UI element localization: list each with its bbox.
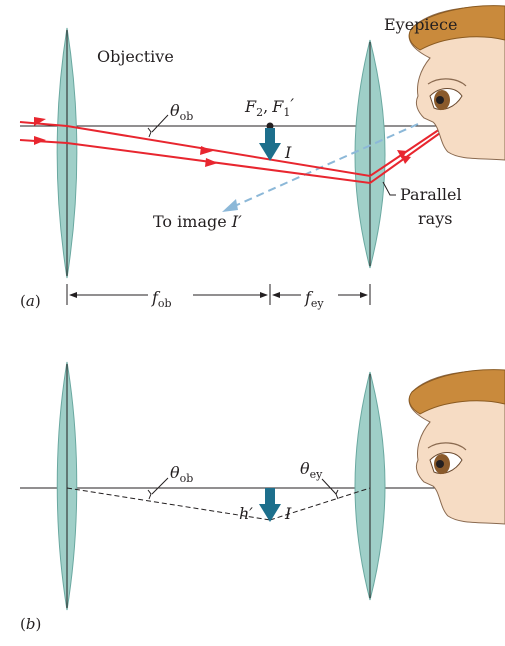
image-arrow-a	[259, 128, 281, 161]
angle-mark-ey	[335, 489, 339, 500]
rays-label: rays	[418, 209, 452, 228]
dashed-ray-arrowhead	[222, 199, 238, 212]
to-image-label: To image I′	[153, 212, 242, 231]
eyepiece-label: Eyepiece	[384, 15, 457, 34]
ray-arrowhead	[401, 155, 411, 164]
objective-label: Objective	[97, 47, 174, 66]
focal-points-label: F2,F1′	[244, 95, 294, 119]
h-prime-label: h′	[239, 504, 253, 523]
angle-mark-ob-b	[147, 489, 152, 500]
eye-icon	[408, 5, 505, 161]
theta-ob-label-a: θob	[170, 101, 193, 123]
parallel-label: Parallel	[400, 185, 462, 204]
theta-ob-label-b: θob	[170, 463, 193, 485]
angle-leader-ob-a	[151, 114, 169, 133]
eyepiece-lens-b	[354, 371, 386, 601]
ray-arrowhead	[200, 146, 213, 155]
parallel-rays-leader	[382, 181, 396, 196]
theta-ey-label: θey	[300, 459, 323, 481]
focal-dimension	[66, 284, 371, 305]
panel-a-label: (a)	[20, 292, 41, 310]
f-ey-label: fey	[304, 288, 324, 310]
dashed-ray-to-image	[227, 123, 419, 210]
objective-lens-a	[56, 27, 78, 279]
objective-lens-b	[56, 361, 78, 611]
eyepiece-lens-a	[354, 39, 386, 269]
angle-leader-ob-b	[151, 477, 169, 495]
angle-mark-ob-a	[147, 127, 152, 138]
ray-arrowheads	[34, 117, 411, 167]
panel-a: Eyepiece Objective θob F2,F1′ I To image…	[19, 5, 505, 310]
angle-leader-ey	[321, 478, 337, 495]
panel-b: θob θey h′ I (b)	[20, 361, 505, 633]
ray-arrowhead	[34, 136, 46, 145]
ray-arrowhead	[205, 158, 218, 167]
eye-icon	[408, 369, 505, 525]
f-ob-label: fob	[151, 288, 172, 310]
focal-point-dot	[266, 122, 274, 130]
construction-lines-b	[66, 487, 371, 521]
panel-b-label: (b)	[20, 615, 41, 633]
image-arrow-b	[259, 488, 281, 522]
ray-arrowhead	[34, 117, 46, 126]
ray-arrowhead	[397, 150, 407, 159]
image-i-label-b: I	[284, 504, 292, 523]
image-i-label-a: I	[284, 143, 292, 162]
